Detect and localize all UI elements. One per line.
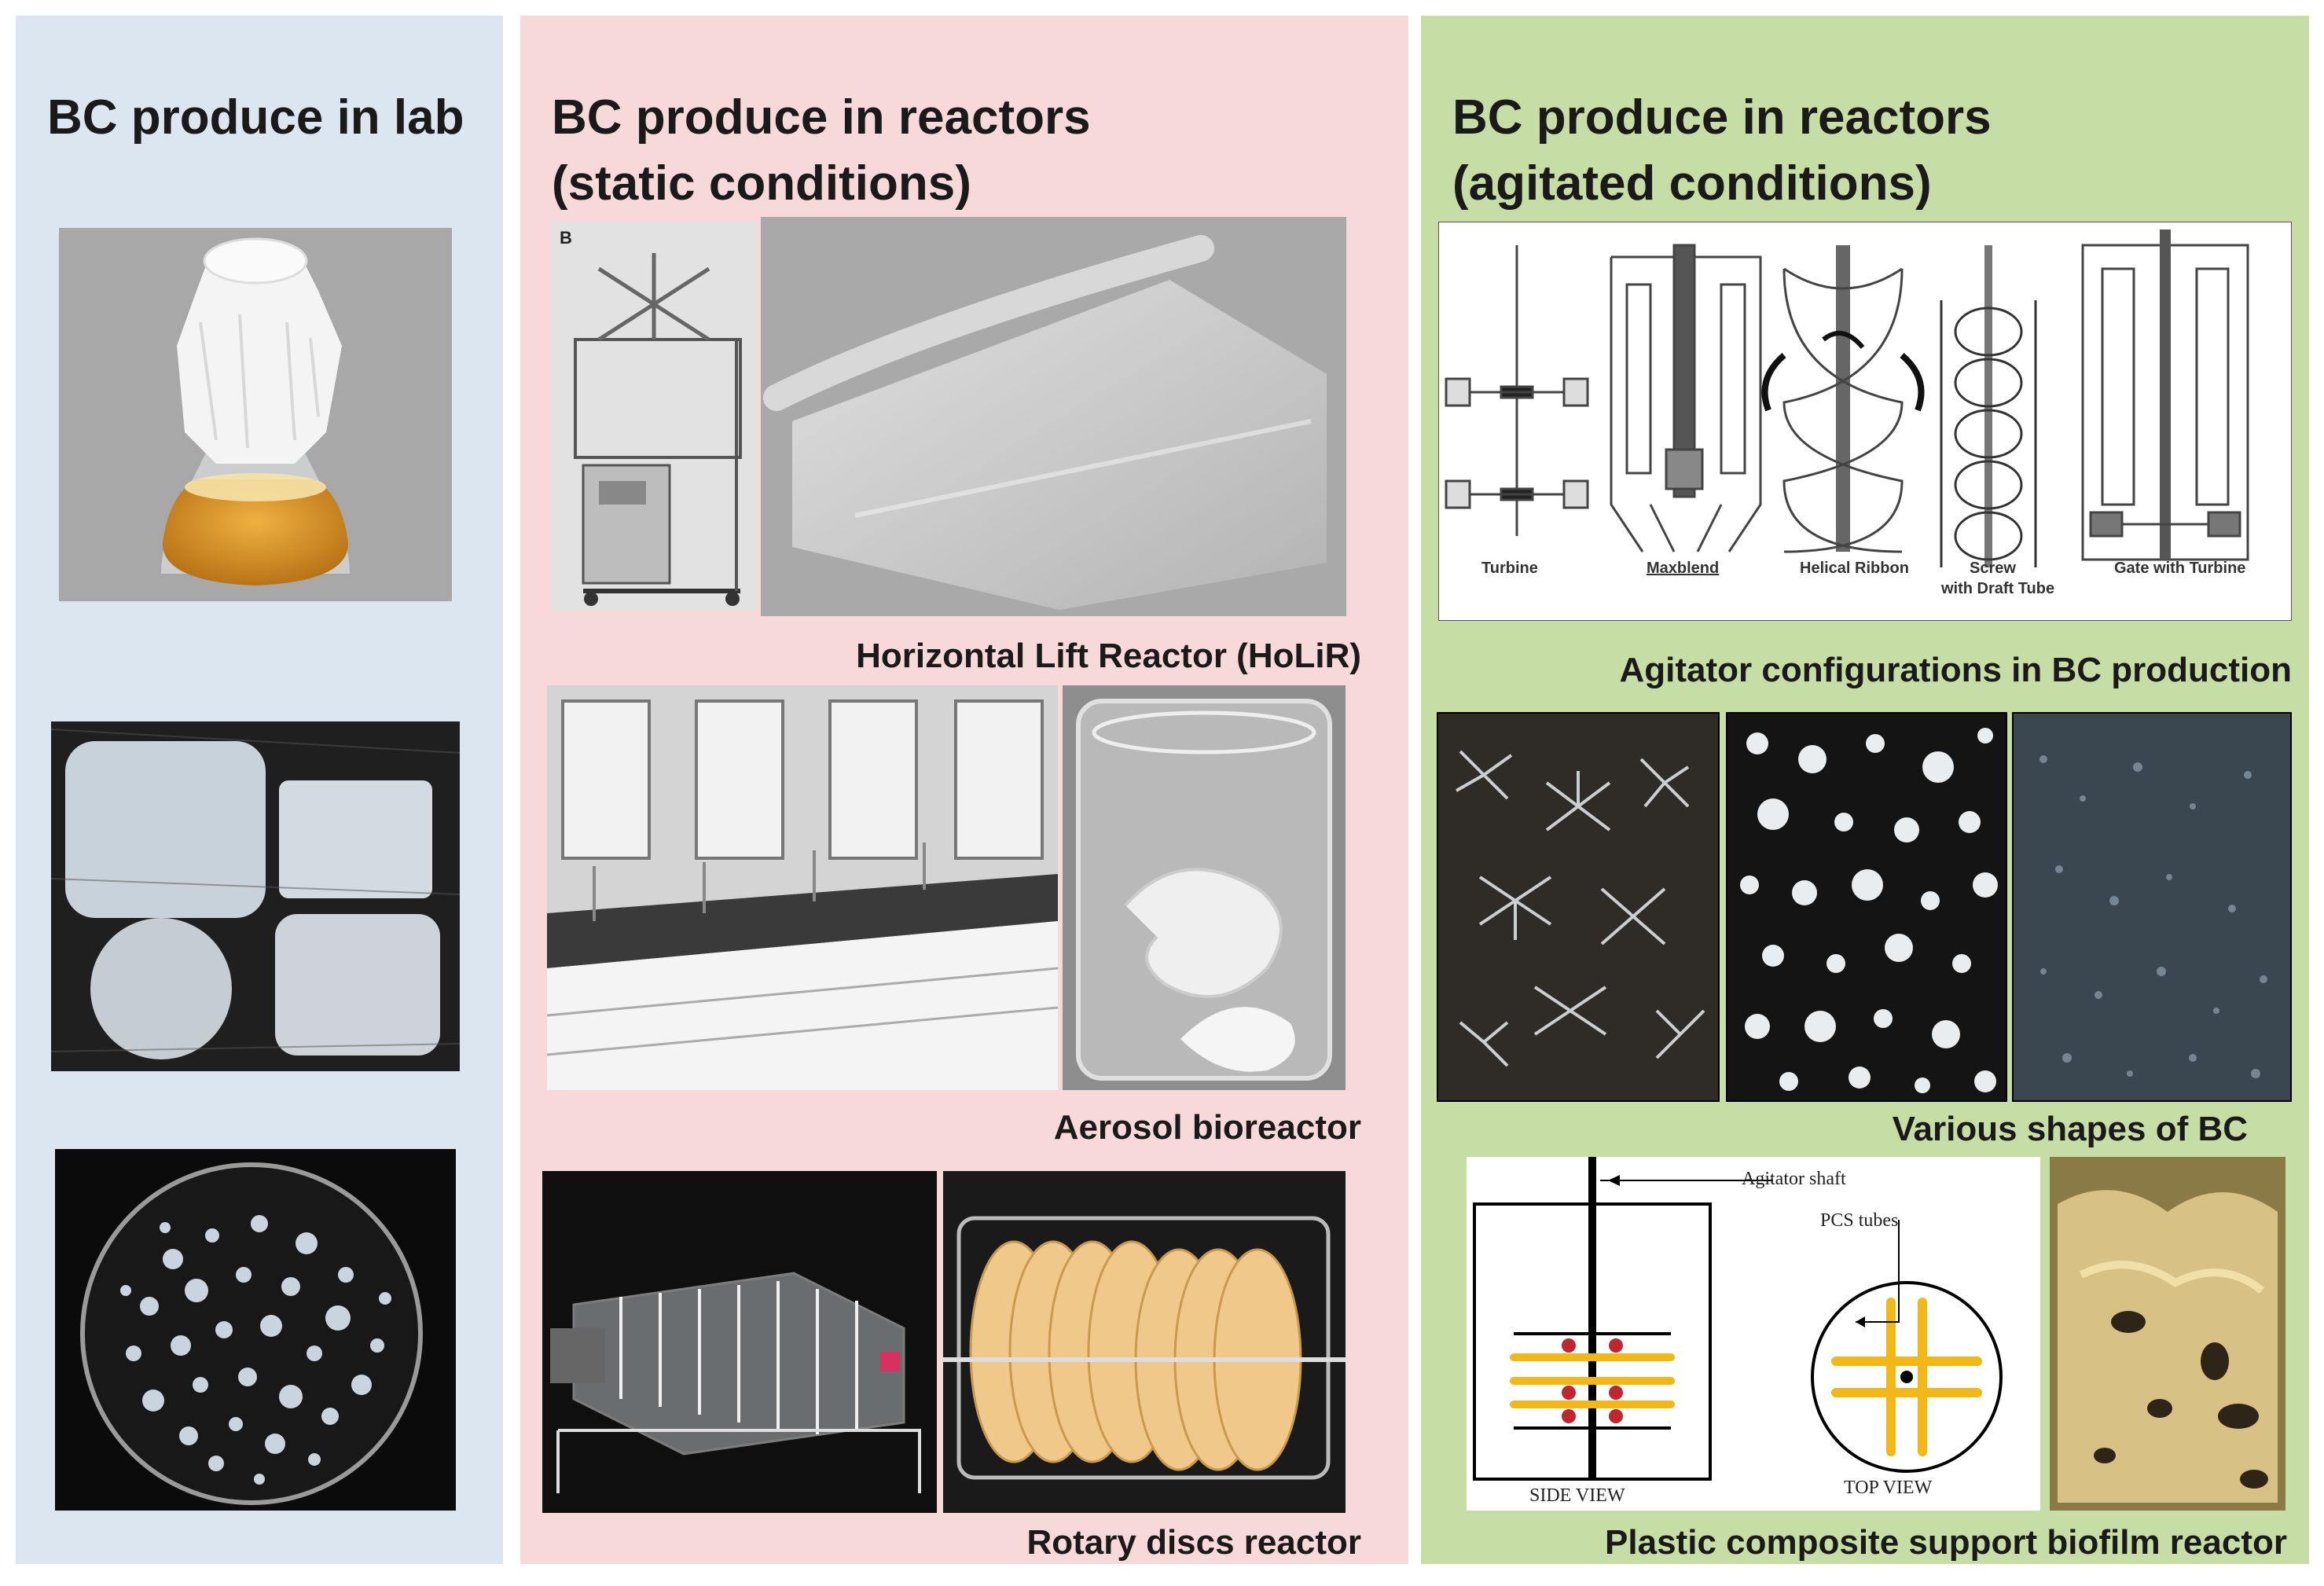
holir-sheet-photo — [761, 217, 1346, 616]
biofilm-reactor-diagram: Agitator shaft PCS tubes SIDE VIEW TOP V… — [1467, 1157, 2040, 1511]
label-side-view: SIDE VIEW — [1529, 1485, 1625, 1506]
panel-title-agitated-line1: BC produce in reactors — [1452, 90, 1992, 145]
holir-apparatus-photo: B — [552, 222, 758, 611]
agitator-label-draft-tube: with Draft Tube — [1941, 580, 2055, 597]
caption-rotary: Rotary discs reactor — [1026, 1523, 1361, 1562]
rotary-disc-apparatus-photo — [542, 1171, 937, 1513]
caption-holir: Horizontal Lift Reactor (HoLiR) — [856, 637, 1361, 675]
agitator-configurations-diagram: Turbine Maxblend Helical Ribbon Screw wi… — [1438, 222, 2292, 621]
label-pcs-tubes: PCS tubes — [1820, 1210, 1899, 1231]
agitator-label-gate-turbine: Gate with Turbine — [2114, 560, 2246, 577]
bc-shape-photo-2 — [1726, 712, 2007, 1102]
caption-agitator: Agitator configurations in BC production — [1619, 651, 2293, 689]
agitator-label-maxblend: Maxblend — [1647, 560, 1720, 577]
panel-title-lab: BC produce in lab — [47, 90, 464, 145]
panel-title-static-line2: (static conditions) — [552, 156, 971, 211]
agitator-label-helical: Helical Ribbon — [1800, 560, 1909, 577]
caption-biofilm-reactor: Plastic composite support biofilm reacto… — [1605, 1523, 2287, 1562]
panel-lab: BC produce in lab — [16, 16, 503, 1564]
biofilm-culture-photo — [2050, 1157, 2285, 1511]
caption-aerosol: Aerosol bioreactor — [1053, 1108, 1361, 1147]
panel-title-agitated-line2: (agitated conditions) — [1452, 156, 1932, 211]
rotary-disc-culture-photo — [943, 1171, 1346, 1513]
turbine-agitator — [1445, 245, 1589, 536]
petri-dish-photo — [55, 1149, 456, 1511]
caption-bc-shapes: Various shapes of BC — [1892, 1110, 2248, 1148]
agitator-label-turbine: Turbine — [1481, 560, 1538, 577]
flask-photo — [59, 228, 452, 601]
photo-label: B — [560, 228, 572, 248]
bc-shape-photo-1 — [1437, 712, 1720, 1102]
panel-static: BC produce in reactors (static condition… — [520, 16, 1408, 1564]
panel-agitated: BC produce in reactors (agitated conditi… — [1421, 16, 2309, 1564]
panel-title-static-line1: BC produce in reactors — [552, 90, 1091, 145]
label-top-view: TOP VIEW — [1844, 1478, 1933, 1498]
bc-shape-photo-3 — [2012, 712, 2292, 1102]
agitator-label-screw: Screw — [1970, 560, 2016, 577]
bc-sheets-photo — [51, 721, 460, 1071]
label-agitator-shaft: Agitator shaft — [1742, 1169, 1846, 1189]
aerosol-lab-photo — [547, 685, 1058, 1090]
aerosol-jar-photo — [1063, 685, 1346, 1090]
